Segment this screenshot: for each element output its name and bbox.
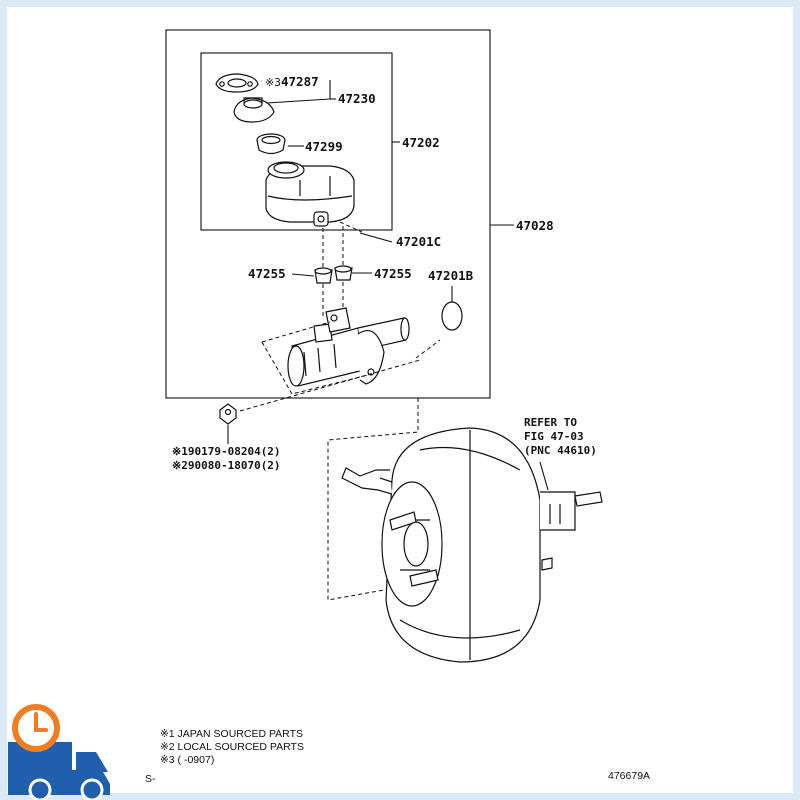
- brake-booster: [341, 427, 603, 663]
- label-47230: 47230: [338, 91, 376, 106]
- assembly-box-47028: [165, 29, 491, 399]
- cap-47230: [233, 97, 275, 123]
- note-japan-sourced: ※1 JAPAN SOURCED PARTS: [160, 728, 303, 740]
- diagram-frame: [7, 7, 793, 793]
- label-47287: 47287: [281, 74, 319, 89]
- master-cylinder: [287, 307, 410, 387]
- label-47201b: 47201B: [428, 268, 474, 283]
- note-local-sourced: ※2 LOCAL SOURCED PARTS: [160, 741, 304, 753]
- label-47202: 47202: [402, 135, 440, 150]
- label-47299: 47299: [305, 139, 343, 154]
- pin-47201c: [359, 232, 393, 243]
- delivery-badge: [8, 704, 110, 800]
- refer-fig-label: FIG 47-03: [524, 430, 584, 443]
- gasket-47287: [215, 73, 259, 93]
- label-47287-prefix: ※3: [265, 76, 281, 89]
- label-47255-right: 47255: [374, 266, 412, 281]
- refer-pnc-label: (PNC 44610): [524, 444, 597, 457]
- label-47201c: 47201C: [396, 234, 441, 249]
- label-bolt-90179: ※190179-08204(2): [172, 445, 281, 458]
- label-47028: 47028: [516, 218, 554, 233]
- note-s-prefix: S-: [145, 773, 156, 785]
- note-date-range: ※3 ( -0907): [160, 754, 214, 766]
- grommet-47255-left: [314, 267, 333, 284]
- delivery-truck-icon: [8, 742, 110, 800]
- strainer-47299: [256, 133, 286, 155]
- refer-to-label: REFER TO: [524, 416, 577, 429]
- label-bolt-90080: ※290080-18070(2): [172, 459, 281, 472]
- nut-90179: [219, 403, 237, 425]
- reservoir-tank: [265, 161, 355, 227]
- diagram-id: 476679A: [608, 770, 650, 782]
- o-ring-47201b: [441, 301, 463, 331]
- clock-icon: [12, 704, 60, 752]
- label-47255-left: 47255: [248, 266, 286, 281]
- grommet-47255-right: [334, 265, 353, 281]
